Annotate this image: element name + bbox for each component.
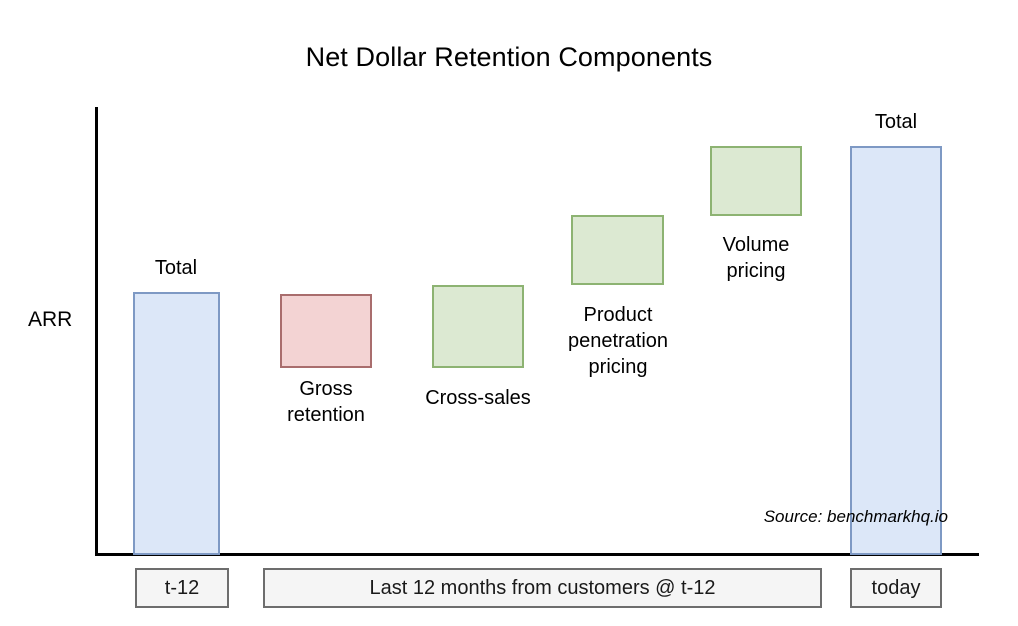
bar-label-gross-retention: Gross retention [287,378,365,426]
bar-product-penetration-pricing[interactable] [571,215,664,285]
category-box-today[interactable]: today [850,568,942,608]
bar-cross-sales[interactable] [432,285,524,368]
bar-volume-pricing[interactable] [710,146,802,216]
category-box-last-12-months[interactable]: Last 12 months from customers @ t-12 [263,568,822,608]
bar-gross-retention[interactable] [280,294,372,368]
bar-label-volume-pricing: Volume pricing [722,234,790,282]
bar-total-end[interactable] [850,146,942,555]
bar-label-product-penetration-pricing: Product penetration pricing [567,304,669,378]
bar-label-total-start: Total [154,257,198,279]
y-axis-line [95,107,98,556]
bar-label-cross-sales: Cross-sales [425,387,531,409]
x-axis-line [95,553,979,556]
source-attribution: Source: benchmarkhq.io [763,507,948,526]
bar-label-total-end: Total [874,111,918,133]
y-axis-label: ARR [28,308,73,331]
category-box-t-12[interactable]: t-12 [135,568,229,608]
page-title: Net Dollar Retention Components [305,42,713,72]
bar-total-start[interactable] [133,292,220,555]
